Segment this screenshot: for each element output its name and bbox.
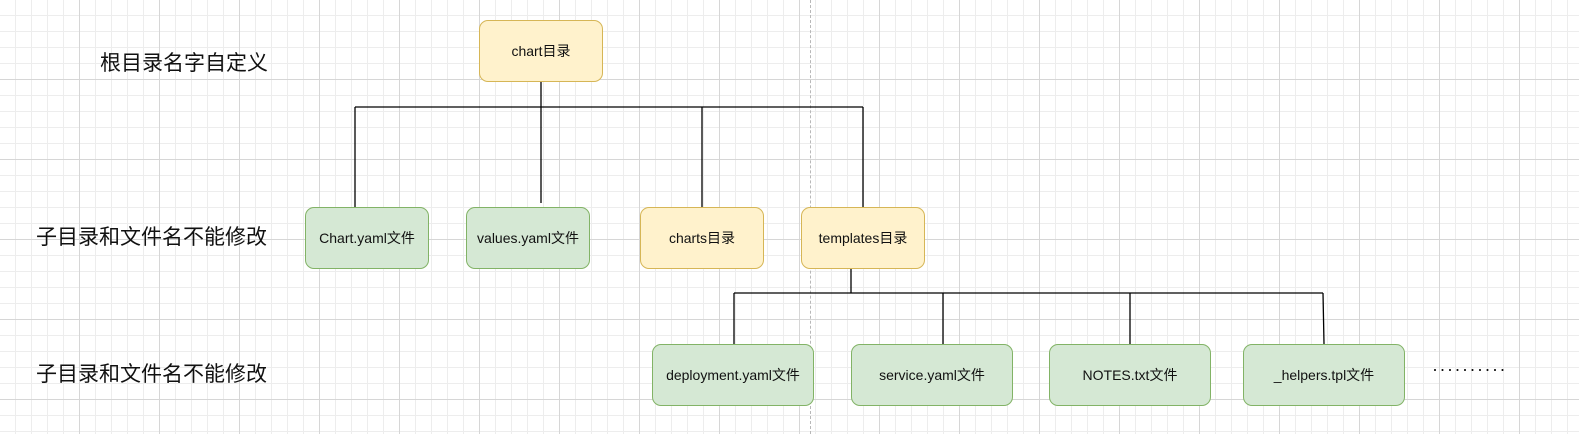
connector-to-helpers — [1322, 292, 1325, 345]
node-deployment-yaml: deployment.yaml文件 — [652, 344, 814, 406]
node-helpers-tpl: _helpers.tpl文件 — [1243, 344, 1405, 406]
row-label-root: 根目录名字自定义 — [100, 52, 268, 75]
node-charts-dir: charts目录 — [640, 207, 764, 269]
node-values-yaml: values.yaml文件 — [466, 207, 590, 269]
node-templates-dir: templates目录 — [801, 207, 925, 269]
more-files-ellipsis: ·········· — [1432, 359, 1507, 379]
node-chart-yaml: Chart.yaml文件 — [305, 207, 429, 269]
node-chart-dir: chart目录 — [479, 20, 603, 82]
node-service-yaml: service.yaml文件 — [851, 344, 1013, 406]
node-notes-txt: NOTES.txt文件 — [1049, 344, 1211, 406]
row-label-level1: 子目录和文件名不能修改 — [36, 226, 267, 249]
row-label-level2: 子目录和文件名不能修改 — [36, 363, 267, 386]
